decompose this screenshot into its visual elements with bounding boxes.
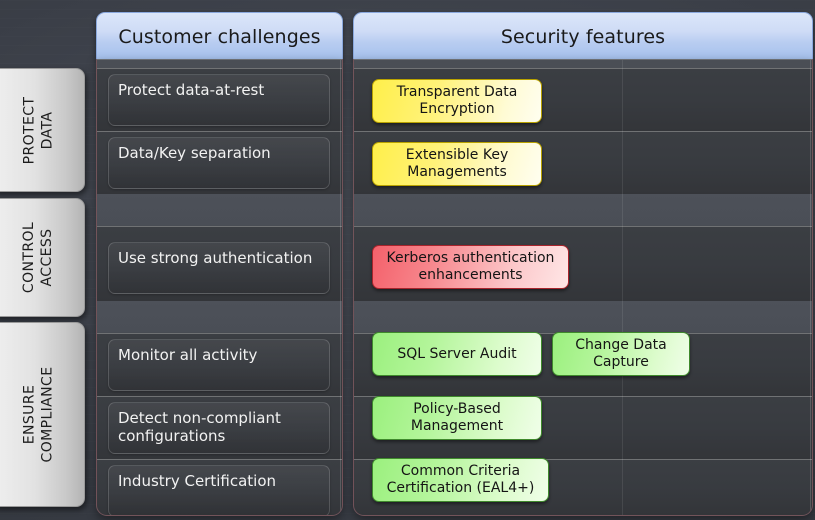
challenge-label-1: Protect data-at-rest: [118, 81, 265, 99]
feature-label-1: Transparent Data Encryption: [396, 84, 518, 117]
feature-label-2: Extensible Key Managements: [405, 147, 509, 180]
challenge-label-3: Use strong authentication: [118, 249, 313, 267]
row-band-1: [97, 68, 342, 132]
column-header-security-features[interactable]: Security features: [353, 12, 813, 60]
side-tab-ensure-compliance[interactable]: ENSURE COMPLIANCE: [0, 322, 85, 507]
feature-label-3: Kerberos authentication enhancements: [386, 250, 555, 283]
side-tab-ensure-compliance-label: ENSURE COMPLIANCE: [22, 367, 57, 463]
challenge-label-2: Data/Key separation: [118, 144, 271, 162]
feature-chip-transparent-data-encryption[interactable]: Transparent Data Encryption: [372, 79, 542, 123]
feature-chip-sql-server-audit[interactable]: SQL Server Audit: [372, 332, 542, 376]
side-tab-2-line2: ACCESS: [38, 228, 55, 287]
section-gap-2: [354, 301, 812, 332]
side-tab-protect-data-label: PROTECT DATA: [22, 96, 57, 164]
row-band-6: [97, 459, 342, 515]
panel-seam-line-mid: [622, 60, 623, 515]
panel-seam-line-left: [353, 60, 354, 515]
feature-chip-extensible-key-managements[interactable]: Extensible Key Managements: [372, 142, 542, 186]
side-tab-3-line2: COMPLIANCE: [39, 366, 56, 463]
feature-label-5: Change Data Capture: [575, 337, 667, 370]
challenge-item-4[interactable]: Monitor all activity: [108, 339, 330, 391]
feature-chip-policy-based-management[interactable]: Policy-Based Management: [372, 396, 542, 440]
side-tab-2-line1: CONTROL: [21, 221, 38, 294]
section-gap-1: [354, 194, 812, 225]
challenge-label-5: Detect non-compliant configurations: [118, 409, 281, 445]
customer-challenges-panel: Protect data-at-rest Data/Key separation…: [96, 59, 343, 516]
challenge-item-5[interactable]: Detect non-compliant configurations: [108, 402, 330, 454]
column-header-customer-challenges[interactable]: Customer challenges: [96, 12, 343, 60]
side-tab-control-access[interactable]: CONTROL ACCESS: [0, 198, 85, 317]
panel-seam-line-right: [810, 60, 811, 515]
section-gap-1: [97, 194, 342, 225]
challenge-label-6: Industry Certification: [118, 472, 277, 490]
security-features-panel: Transparent Data Encryption Extensible K…: [353, 59, 813, 516]
panel-seam-line: [340, 60, 341, 515]
feature-label-6: Policy-Based Management: [410, 401, 504, 434]
side-tab-3-line1: ENSURE: [21, 384, 38, 445]
side-tab-protect-data[interactable]: PROTECT DATA: [0, 68, 85, 192]
column-header-right-label: Security features: [500, 25, 666, 48]
feature-label-7: Common Criteria Certification (EAL4+): [386, 463, 535, 496]
feature-chip-change-data-capture[interactable]: Change Data Capture: [552, 332, 690, 376]
column-header-left-label: Customer challenges: [118, 25, 321, 48]
challenge-label-4: Monitor all activity: [118, 346, 258, 364]
challenge-item-3[interactable]: Use strong authentication: [108, 242, 330, 294]
feature-chip-kerberos-authentication-enhancements[interactable]: Kerberos authentication enhancements: [372, 245, 569, 289]
side-tab-1-line1: PROTECT: [21, 96, 38, 164]
challenge-item-6[interactable]: Industry Certification: [108, 465, 330, 515]
side-tab-1-line2: DATA: [39, 111, 55, 149]
challenge-item-1[interactable]: Protect data-at-rest: [108, 74, 330, 126]
feature-chip-common-criteria-certification[interactable]: Common Criteria Certification (EAL4+): [372, 458, 549, 502]
challenge-item-2[interactable]: Data/Key separation: [108, 137, 330, 189]
side-tab-control-access-label: CONTROL ACCESS: [21, 222, 56, 293]
feature-label-4: SQL Server Audit: [397, 345, 517, 362]
section-gap-2: [97, 301, 342, 332]
